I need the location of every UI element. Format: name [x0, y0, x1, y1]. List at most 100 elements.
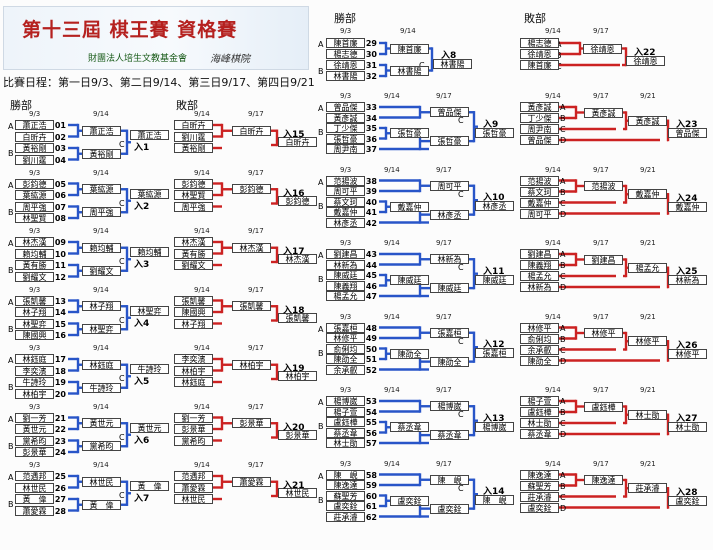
date-header: 9/14	[194, 402, 210, 411]
bracket-letter: A	[560, 103, 566, 112]
round1-winner-box: 蕭正浩	[82, 125, 121, 136]
round1-winner-box: 林世民	[82, 476, 121, 487]
bracket-letter: A	[560, 250, 566, 259]
round1-winner-box: 林子翔	[82, 301, 121, 312]
date-header: 9/14	[545, 92, 561, 100]
player-box: 盧奕銓	[520, 502, 559, 513]
player-box: 劉耀文	[174, 260, 213, 270]
date-header: 9/3	[29, 461, 41, 469]
match-label: 入10	[483, 193, 505, 204]
advance-box: 林聖弈	[130, 305, 169, 316]
date-header: 9/14	[93, 285, 109, 294]
player-box: 戴嘉仲	[520, 197, 559, 208]
bracket-letter: A	[8, 239, 14, 248]
player-box: 黃彥誠	[326, 112, 365, 123]
advance-box: 蕭正浩	[130, 130, 169, 141]
seed-number: 19	[54, 378, 66, 387]
player-box: 黃彥誠	[520, 102, 559, 112]
player-box: 林鈺庭	[15, 354, 54, 364]
bracket-letter: A	[560, 470, 566, 480]
date-header: 9/3	[29, 402, 41, 411]
date-header: 9/17	[248, 461, 264, 469]
bracket-letter: C	[119, 198, 125, 208]
seed-number: 21	[54, 413, 66, 423]
bracket-letter: B	[8, 324, 14, 334]
seed-number: 47	[365, 292, 377, 301]
advance-box: 彭鈞德	[278, 195, 317, 206]
date-header: 9/17	[436, 165, 452, 174]
date-header: 9/3	[29, 344, 41, 352]
date-header: 9/17	[593, 27, 609, 35]
bracket-letter: A	[318, 398, 324, 407]
advance-box: 張嘉桓	[475, 348, 514, 359]
bracket-letter: B	[318, 128, 324, 137]
player-box: 徐靖恩	[326, 60, 365, 70]
player-box: 林子翔	[174, 318, 213, 329]
seed-number: 26	[54, 483, 66, 493]
date-header: 9/3	[340, 27, 352, 35]
advance-box: 徐靖恩	[626, 55, 665, 66]
seed-number: 27	[54, 495, 66, 504]
bracket-letter: C	[458, 263, 464, 272]
date-header: 9/14	[194, 168, 210, 177]
date-header: 9/14	[194, 285, 210, 294]
seed-number: 13	[54, 296, 66, 306]
player-box: 莊承濬	[326, 511, 365, 522]
bracket-letter: C	[458, 410, 464, 419]
round1-winner-box: 林修平	[584, 328, 623, 338]
player-box: 黃 偉	[15, 494, 54, 504]
bracket-letter: C	[119, 140, 125, 149]
advance-box: 林世民	[278, 488, 317, 499]
date-header: 9/14	[194, 344, 210, 352]
player-box: 林鈺庭	[174, 377, 213, 387]
advance-box: 林柏宇	[278, 371, 317, 382]
round1-winner-box: 牛詩玲	[82, 382, 121, 393]
bracket-letter: C	[560, 125, 566, 134]
round2-winner-box: 曾品傑	[430, 107, 469, 118]
date-header: 9/14	[384, 239, 400, 247]
player-box: 林子翔	[15, 307, 54, 317]
date-header: 9/17	[248, 344, 264, 352]
player-box: 劉建昌	[326, 249, 365, 259]
bracket-letter: B	[318, 67, 324, 76]
advance-box: 曾品傑	[668, 128, 707, 139]
bracket-letter: B	[8, 441, 14, 451]
seed-number: 18	[54, 366, 66, 376]
seed-number: 60	[365, 491, 377, 501]
player-box: 蕭正浩	[15, 120, 54, 130]
player-box: 林柏宇	[15, 388, 54, 399]
match-label: 入21	[283, 481, 305, 492]
round2-winner-box: 周可平	[430, 180, 469, 191]
player-box: 林士勛	[326, 438, 365, 448]
date-header: 9/3	[29, 227, 41, 235]
player-box: 曾品傑	[326, 102, 365, 112]
player-box: 林杰漢	[15, 237, 54, 247]
seed-number: 11	[54, 261, 66, 270]
player-box: 陳逸達	[326, 480, 365, 490]
date-header: 9/21	[640, 459, 656, 468]
player-box: 陳劭全	[326, 354, 365, 364]
player-box: 陳 峴	[326, 469, 365, 480]
bracket-letter: B	[560, 261, 566, 270]
player-box: 牛詩玲	[15, 377, 54, 387]
round1-winner-box: 林聖弈	[82, 324, 121, 335]
advance-box: 林書陽	[433, 58, 472, 69]
advance-box: 陳威廷	[475, 274, 514, 285]
seed-number: 58	[365, 470, 377, 480]
round2-winner-box: 張哲豪	[430, 136, 469, 147]
round2-winner-box: 陳 峴	[430, 474, 469, 485]
seed-number: 39	[365, 187, 377, 196]
match-label: 入25	[676, 267, 698, 278]
player-box: 林聖賢	[174, 190, 213, 200]
player-box: 周尹南	[326, 144, 365, 154]
match-label: 入19	[283, 364, 305, 375]
date-header: 9/3	[29, 285, 41, 294]
match-label: 入23	[676, 120, 698, 131]
player-box: 周尹南	[520, 124, 559, 134]
bracket-letter: B	[318, 422, 324, 431]
player-box: 陳國興	[15, 330, 54, 340]
date-header: 9/3	[29, 110, 41, 118]
player-box: 彭鈞德	[174, 178, 213, 189]
bracket-letter: D	[560, 356, 567, 366]
player-box: 余承叡	[326, 364, 365, 375]
